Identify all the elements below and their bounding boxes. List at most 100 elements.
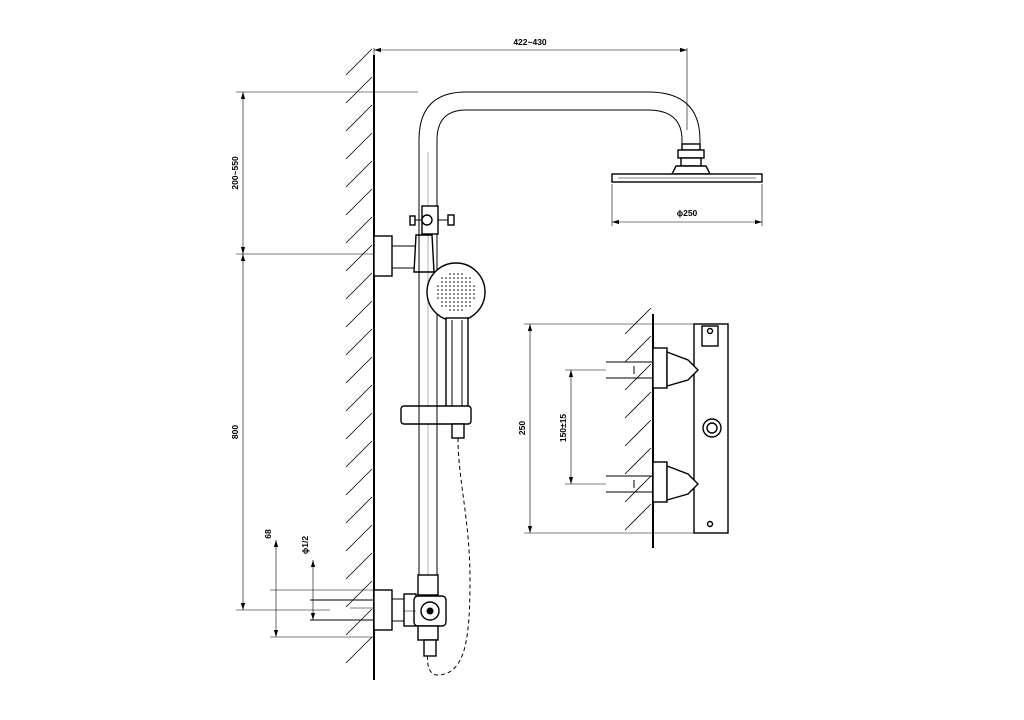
nozzle-dot — [437, 289, 439, 291]
nozzle-dot — [453, 305, 455, 307]
nozzle-dot — [449, 289, 451, 291]
arm-height-label: 200~550 — [230, 156, 240, 190]
hatch-line — [345, 132, 373, 160]
hatch-line — [345, 76, 373, 104]
nozzle-dot — [461, 277, 463, 279]
nozzle-dot — [453, 301, 455, 303]
nozzle-dot — [445, 281, 447, 283]
hatch-line — [345, 468, 373, 496]
nozzle-dot — [473, 289, 475, 291]
nozzle-dot — [457, 297, 459, 299]
hatch-line — [624, 419, 652, 447]
nozzle-dot — [453, 297, 455, 299]
hatch-line — [345, 272, 373, 300]
hatch-line — [624, 447, 652, 475]
inlet-pipe-stubs — [310, 599, 374, 621]
arm-height-clamp — [409, 205, 455, 235]
nozzle-dot — [473, 285, 475, 287]
nozzle-dot — [441, 301, 443, 303]
nozzle-dot — [457, 273, 459, 275]
nozzle-dot — [461, 285, 463, 287]
hatch-line — [624, 391, 652, 419]
main-wall — [345, 48, 375, 680]
nozzle-dot — [469, 281, 471, 283]
nozzle-dot — [457, 301, 459, 303]
nozzle-dot — [437, 297, 439, 299]
nozzle-dot — [445, 293, 447, 295]
nozzle-dot — [461, 305, 463, 307]
dimension-arm-reach: 422~430 — [373, 37, 688, 130]
bar-height-label: 800 — [230, 425, 240, 439]
lower-eccentric-connector — [606, 461, 699, 503]
dimension-head-diameter: ϕ250 — [611, 184, 763, 226]
nozzle-dot — [441, 293, 443, 295]
hatch-line — [345, 104, 373, 132]
nozzle-dot — [465, 293, 467, 295]
nozzle-dot — [453, 309, 455, 311]
nozzle-dot — [441, 277, 443, 279]
nozzle-dot — [461, 309, 463, 311]
nozzle-dot — [473, 293, 475, 295]
hand-shower — [426, 262, 486, 409]
hatch-line — [624, 503, 652, 531]
hatch-line — [345, 580, 373, 608]
hatch-line — [345, 440, 373, 468]
nozzle-dot — [465, 281, 467, 283]
nozzle-dot — [441, 285, 443, 287]
nozzle-dot — [465, 285, 467, 287]
hatch-line — [624, 363, 652, 391]
nozzle-dot — [461, 297, 463, 299]
nozzle-dot — [449, 305, 451, 307]
nozzle-dot — [449, 277, 451, 279]
dimension-heights: 200~550 800 — [230, 91, 418, 611]
hatch-line — [345, 552, 373, 580]
nozzle-dot — [469, 305, 471, 307]
nozzle-dot — [457, 285, 459, 287]
detail-wall — [624, 307, 654, 548]
inlet-thread-label: ϕ1/2 — [300, 536, 310, 554]
hatch-line — [345, 636, 373, 664]
hatch-line — [345, 356, 373, 384]
nozzle-dot — [457, 289, 459, 291]
nozzle-dot — [453, 281, 455, 283]
head-diameter-label: ϕ250 — [677, 208, 698, 218]
nozzle-dot — [457, 293, 459, 295]
overhead-arm — [418, 91, 701, 152]
nozzle-dot — [453, 289, 455, 291]
nozzle-dot — [465, 305, 467, 307]
nozzle-dot — [453, 273, 455, 275]
thermostatic-mixer-body — [693, 323, 729, 534]
upper-eccentric-connector — [606, 347, 699, 389]
nozzle-dot — [461, 289, 463, 291]
nozzle-dot — [449, 309, 451, 311]
nozzle-dot — [449, 293, 451, 295]
nozzle-dot — [457, 281, 459, 283]
nozzle-dot — [465, 301, 467, 303]
inlet-offset-label: 68 — [263, 529, 273, 539]
hatch-line — [345, 496, 373, 524]
nozzle-dot — [449, 281, 451, 283]
nozzle-dot — [457, 305, 459, 307]
nozzle-dot — [445, 301, 447, 303]
nozzle-dot — [453, 293, 455, 295]
nozzle-dot — [441, 289, 443, 291]
nozzle-dot — [453, 277, 455, 279]
nozzle-dot — [457, 309, 459, 311]
mixer-height-label: 250 — [517, 421, 527, 435]
main-wall-hatching — [345, 48, 373, 664]
nozzle-dot — [449, 285, 451, 287]
inlet-spacing-label: 150±15 — [558, 414, 568, 443]
nozzle-dot — [457, 277, 459, 279]
dimension-inlet: 68 ϕ1/2 — [263, 529, 374, 638]
nozzle-dot — [469, 293, 471, 295]
hatch-line — [345, 188, 373, 216]
nozzle-dot — [445, 297, 447, 299]
nozzle-dot — [469, 289, 471, 291]
nozzle-dot — [437, 285, 439, 287]
nozzle-dot — [469, 277, 471, 279]
nozzle-dot — [465, 289, 467, 291]
hatch-line — [624, 307, 652, 335]
nozzle-dot — [449, 297, 451, 299]
detail-wall-hatching — [624, 307, 652, 531]
